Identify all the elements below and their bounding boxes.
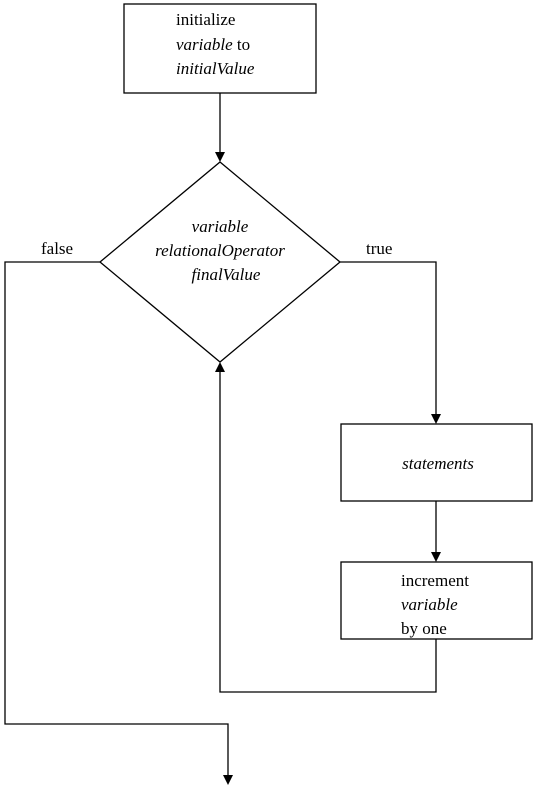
statements-box: statements [340, 423, 533, 502]
increment-line-1: increment [401, 571, 469, 590]
loop-back-line [219, 372, 437, 693]
initialize-line-1: initialize [176, 10, 235, 29]
increment-box: increment variable by one [340, 561, 533, 640]
statements-text: statements [402, 454, 474, 473]
false-branch-line [4, 261, 229, 775]
condition-line-3: finalValue [192, 265, 261, 284]
initialize-variable-word: variable [176, 35, 233, 54]
statements-box-frame [340, 423, 533, 502]
true-branch-line [340, 261, 437, 414]
condition-diamond: variable relationalOperator finalValue [98, 161, 342, 363]
initialize-box: initialize variable to initialValue [123, 3, 317, 94]
condition-line-2: relationalOperator [155, 241, 285, 260]
initialize-to-word: to [233, 35, 250, 54]
initialize-box-frame [123, 3, 317, 94]
initialize-line-3: initialValue [176, 59, 255, 78]
true-label: true [366, 239, 392, 258]
increment-line-2: variable [401, 595, 458, 614]
increment-box-frame [340, 561, 533, 640]
arrow-init-to-condition-head [215, 152, 225, 162]
condition-line-1: variable [192, 217, 249, 236]
initialize-line-2: variable to [176, 35, 250, 54]
true-branch-arrow-head [431, 414, 441, 424]
false-label: false [41, 239, 73, 258]
increment-line-3: by one [401, 619, 447, 638]
exit-arrow-head [223, 775, 233, 785]
condition-diamond-shape [98, 161, 342, 363]
loop-back-arrow-head [215, 362, 225, 372]
arrow-statements-to-increment-head [431, 552, 441, 562]
